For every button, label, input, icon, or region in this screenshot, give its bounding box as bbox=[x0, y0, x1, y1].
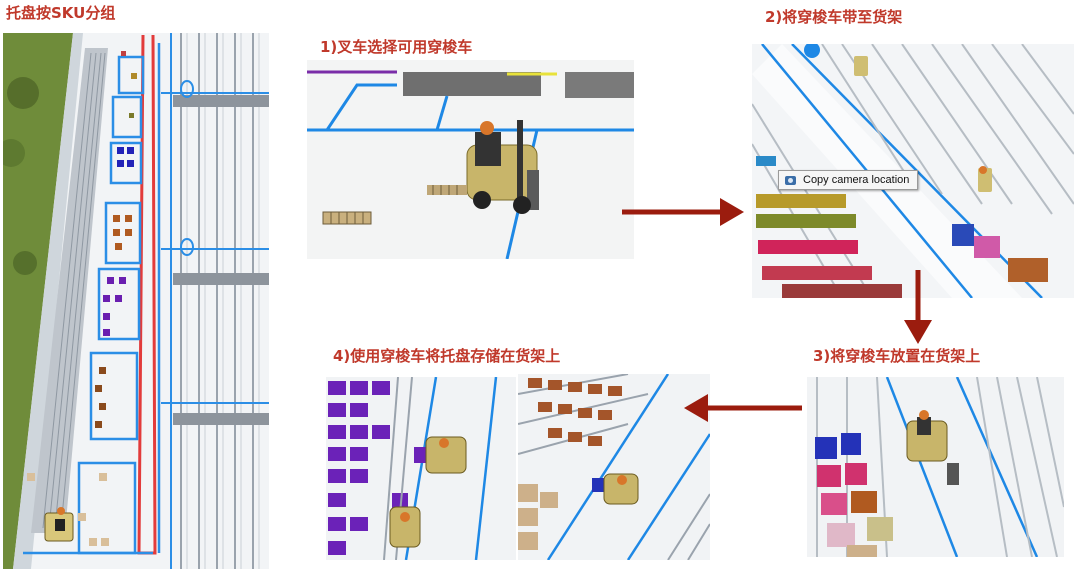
arrow-step1-to-step2-head bbox=[720, 198, 744, 226]
tooltip-label: Copy camera location bbox=[803, 174, 910, 186]
page-title: 托盘按SKU分组 bbox=[6, 4, 116, 22]
step-1-panel bbox=[307, 60, 634, 259]
step-4-panel-right bbox=[518, 374, 710, 560]
camera-icon bbox=[785, 176, 796, 185]
step-3-label: 3)将穿梭车放置在货架上 bbox=[813, 347, 981, 365]
step-4-label: 4)使用穿梭车将托盘存储在货架上 bbox=[333, 347, 561, 365]
step-1-label: 1)叉车选择可用穿梭车 bbox=[320, 38, 473, 56]
overview-scene bbox=[3, 33, 269, 569]
step-2-panel: Copy camera location bbox=[752, 44, 1074, 298]
step-4-panel-left bbox=[326, 377, 516, 560]
step-3-panel bbox=[807, 377, 1064, 557]
copy-camera-location-menu-item[interactable]: Copy camera location bbox=[778, 170, 919, 190]
step-4-scene-left bbox=[326, 377, 516, 560]
step-4-scene-right bbox=[518, 374, 710, 560]
step-3-scene bbox=[807, 377, 1064, 557]
arrow-step2-to-step3-head bbox=[904, 320, 932, 344]
step-2-label: 2)将穿梭车带至货架 bbox=[765, 8, 903, 26]
overview-panel bbox=[3, 33, 269, 569]
step-1-scene bbox=[307, 60, 634, 259]
